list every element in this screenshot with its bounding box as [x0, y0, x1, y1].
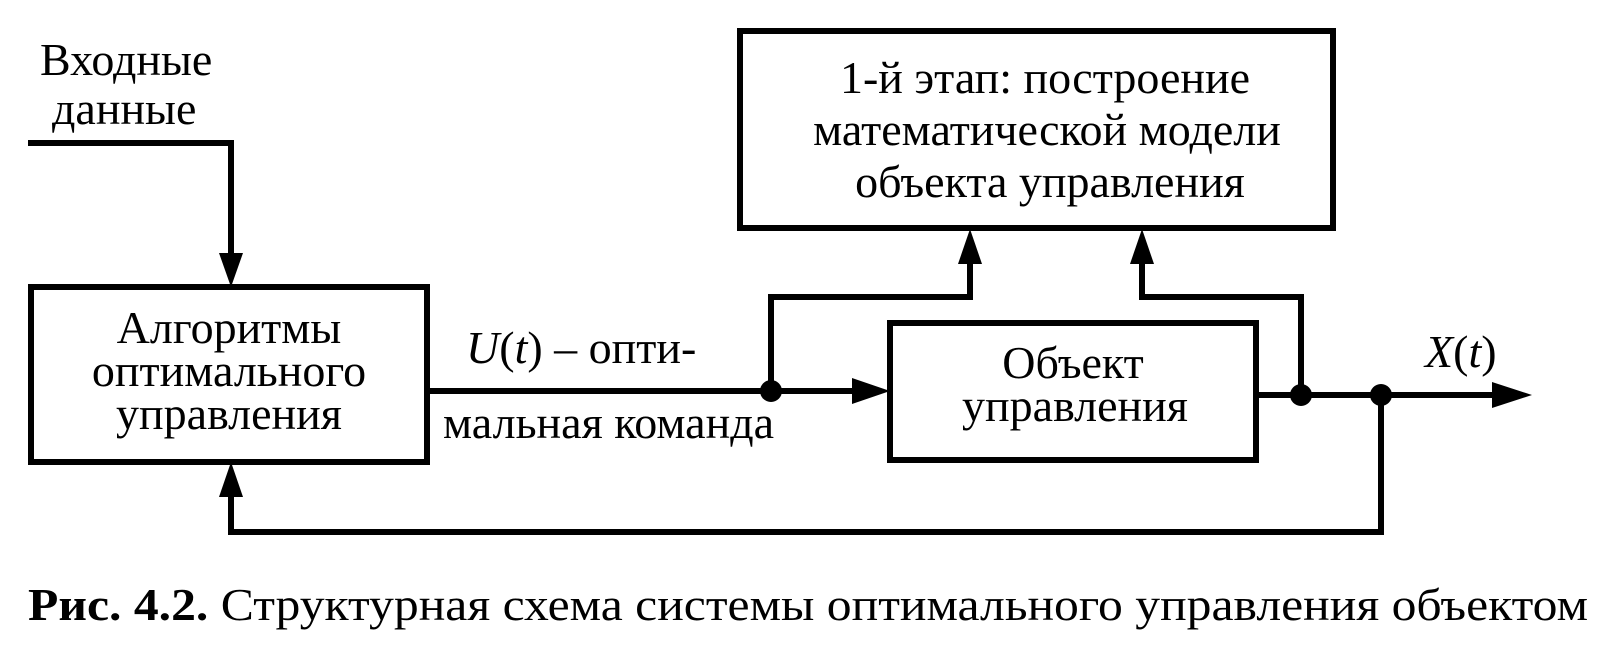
output-signal-label: X(t): [1423, 326, 1497, 377]
modeling-block: [737, 28, 1336, 231]
input-data-line: [28, 140, 234, 254]
plant-block: [887, 320, 1259, 463]
algorithms-line2: оптимального: [92, 345, 366, 396]
output-branch-to-model: [1139, 262, 1304, 395]
output-signal-text: X(t): [1423, 326, 1497, 377]
modeling-block-label: 1-й этап: построение математической моде…: [813, 52, 1281, 207]
feedback-arrowhead: [219, 462, 243, 497]
output-arrowhead: [1492, 382, 1532, 408]
control-signal-label: U(t) – опти- мальная команда: [443, 322, 774, 448]
control-arrowhead: [852, 378, 890, 404]
output-junction-dot-2: [1370, 384, 1392, 406]
plant-block-label: Объект управления: [962, 337, 1188, 431]
input-label-line2: данные: [52, 83, 196, 134]
control-signal-line1: U(t) – опти-: [466, 322, 696, 373]
plant-line1: Объект: [1002, 337, 1144, 388]
control-signal-line2: мальная команда: [443, 397, 774, 448]
caption-number: Рис. 4.2.: [28, 579, 208, 630]
model-input-arrowhead: [958, 229, 982, 264]
plant-line2: управления: [962, 380, 1188, 431]
figure-caption: Рис. 4.2. Структурная схема системы опти…: [28, 579, 1588, 630]
input-label-line1: Входные: [40, 34, 212, 85]
modeling-line1: 1-й этап: построение: [840, 52, 1250, 103]
output-junction-dot-1: [1290, 384, 1312, 406]
modeling-line3: объекта управления: [855, 156, 1245, 207]
algorithms-line3: управления: [116, 388, 342, 439]
input-arrowhead: [219, 253, 243, 287]
algorithms-block-label: Алгоритмы оптимального управления: [92, 302, 366, 439]
feedback-line: [228, 395, 1384, 535]
model-output-arrowhead: [1130, 229, 1154, 264]
control-junction-dot: [760, 380, 782, 402]
caption-text: Структурная схема системы оптимального у…: [208, 579, 1588, 630]
algorithms-line1: Алгоритмы: [117, 302, 342, 353]
input-data-label: Входные данные: [40, 34, 212, 134]
modeling-line2: математической модели: [813, 104, 1281, 155]
algorithms-block: [28, 284, 430, 465]
control-branch-to-model: [768, 262, 973, 391]
